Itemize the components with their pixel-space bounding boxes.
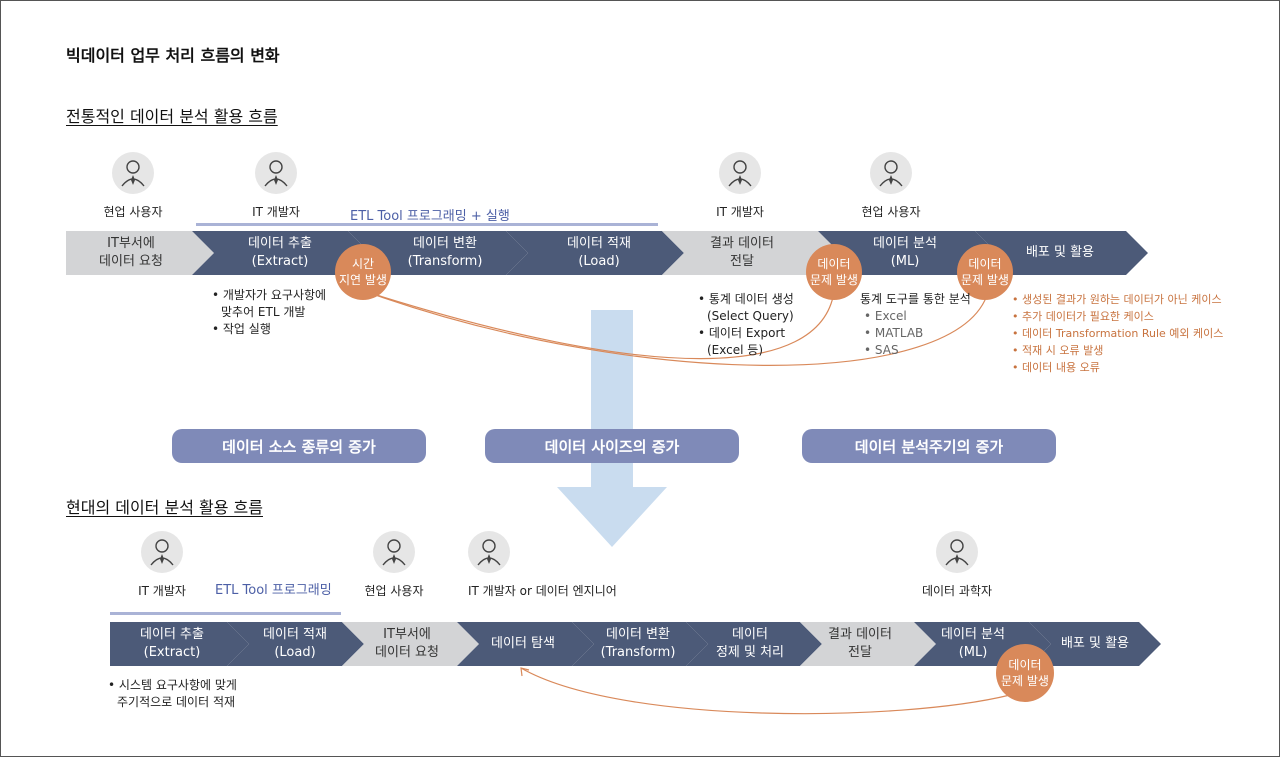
- driver-data-size: 데이터 사이즈의 증가: [485, 429, 739, 463]
- mod-step-shape-1: [110, 622, 249, 666]
- mod-feedback-arc: [520, 667, 1011, 715]
- mod-etl-bar: [110, 612, 341, 615]
- trad-step-shape-4: [506, 231, 684, 275]
- trad-role-label-4: 현업 사용자: [861, 205, 921, 219]
- mod-step-shape-3: [342, 622, 479, 666]
- trad-feedback-arc-1: [363, 290, 835, 360]
- trad-step-6: 데이터 분석(ML): [873, 236, 937, 269]
- mod-role-label-2: 현업 사용자: [364, 584, 424, 598]
- mod-role-label-1: IT 개발자: [138, 584, 186, 598]
- trad-step-shape-6: [818, 231, 997, 275]
- trad-notes-problems: • 생성된 결과가 원하는 데이터가 아닌 케이스 • 추가 데이터가 필요한 …: [1012, 293, 1224, 374]
- trad-step-shape-1: [66, 231, 214, 275]
- mod-notes-extract: • 시스템 요구사항에 맞게 주기적으로 데이터 적재: [108, 678, 237, 709]
- mod-step-4: 데이터 탐색: [491, 636, 555, 651]
- mod-step-shape-2: [227, 622, 364, 666]
- mod-step-shape-5: [572, 622, 708, 666]
- mod-role-4: [936, 531, 978, 573]
- mod-feedback-arrowhead: [520, 667, 530, 677]
- mod-step-8: 데이터 분석(ML): [941, 627, 1005, 660]
- mod-role-label-3: IT 개발자 or 데이터 엔지니어: [468, 584, 617, 598]
- trad-notes-result: • 통계 데이터 생성 (Select Query) • 데이터 Export …: [698, 292, 794, 357]
- traditional-heading: 전통적인 데이터 분석 활용 흐름: [66, 107, 278, 126]
- trad-etl-bar: [196, 223, 658, 226]
- trad-step-3: 데이터 변환(Transform): [407, 236, 483, 269]
- trad-role-3: [719, 152, 761, 194]
- trad-role-4: [870, 152, 912, 194]
- trad-step-4: 데이터 적재(Load): [567, 236, 631, 269]
- trad-notes-analysis: 통계 도구를 통한 분석 • Excel • MATLAB • SAS: [860, 292, 971, 357]
- transition-arrow: [557, 310, 667, 547]
- mod-step-shape-9: [1029, 622, 1161, 666]
- mod-step-shape-4: [457, 622, 594, 666]
- user-icon: [468, 531, 510, 573]
- trad-role-label-2: IT 개발자: [252, 205, 300, 219]
- mod-etl-label: ETL Tool 프로그래밍: [215, 583, 332, 598]
- mod-step-5: 데이터 변환(Transform): [600, 627, 676, 660]
- driver-analysis-cycle: 데이터 분석주기의 증가: [802, 429, 1056, 463]
- user-icon: [141, 531, 183, 573]
- trad-role-1: [112, 152, 154, 194]
- trad-step-shape-5: [662, 231, 840, 275]
- trad-feedback-arc-2: [363, 290, 989, 366]
- mod-step-shape-7: [800, 622, 936, 666]
- user-icon: [719, 152, 761, 194]
- trad-role-label-1: 현업 사용자: [103, 205, 163, 219]
- trad-step-shape-7: [975, 231, 1148, 275]
- user-icon: [870, 152, 912, 194]
- trad-step-shape-2: [192, 231, 370, 275]
- mod-role-3: [468, 531, 510, 573]
- user-icon: [936, 531, 978, 573]
- mod-role-2: [373, 531, 415, 573]
- driver-source-types: 데이터 소스 종류의 증가: [172, 429, 426, 463]
- mod-role-label-4: 데이터 과학자: [921, 584, 993, 598]
- trad-role-2: [255, 152, 297, 194]
- trad-role-label-3: IT 개발자: [716, 205, 764, 219]
- mod-step-2: 데이터 적재(Load): [263, 627, 327, 660]
- trad-notes-extract: • 개발자가 요구사항에 맞추어 ETL 개발 • 작업 실행: [212, 288, 327, 336]
- trad-etl-label: ETL Tool 프로그래밍 + 실행: [350, 209, 510, 224]
- trad-step-7: 배포 및 활용: [1025, 245, 1095, 260]
- modern-heading: 현대의 데이터 분석 활용 흐름: [66, 498, 263, 517]
- user-icon: [255, 152, 297, 194]
- user-icon: [112, 152, 154, 194]
- mod-step-9: 배포 및 활용: [1060, 636, 1130, 651]
- trad-step-shape-3: [348, 231, 528, 275]
- mod-role-1: [141, 531, 183, 573]
- user-icon: [373, 531, 415, 573]
- mod-step-1: 데이터 추출(Extract): [140, 627, 204, 660]
- mod-step-shape-6: [686, 622, 822, 666]
- page-title: 빅데이터 업무 처리 흐름의 변화: [66, 46, 280, 65]
- trad-step-2: 데이터 추출(Extract): [248, 236, 312, 269]
